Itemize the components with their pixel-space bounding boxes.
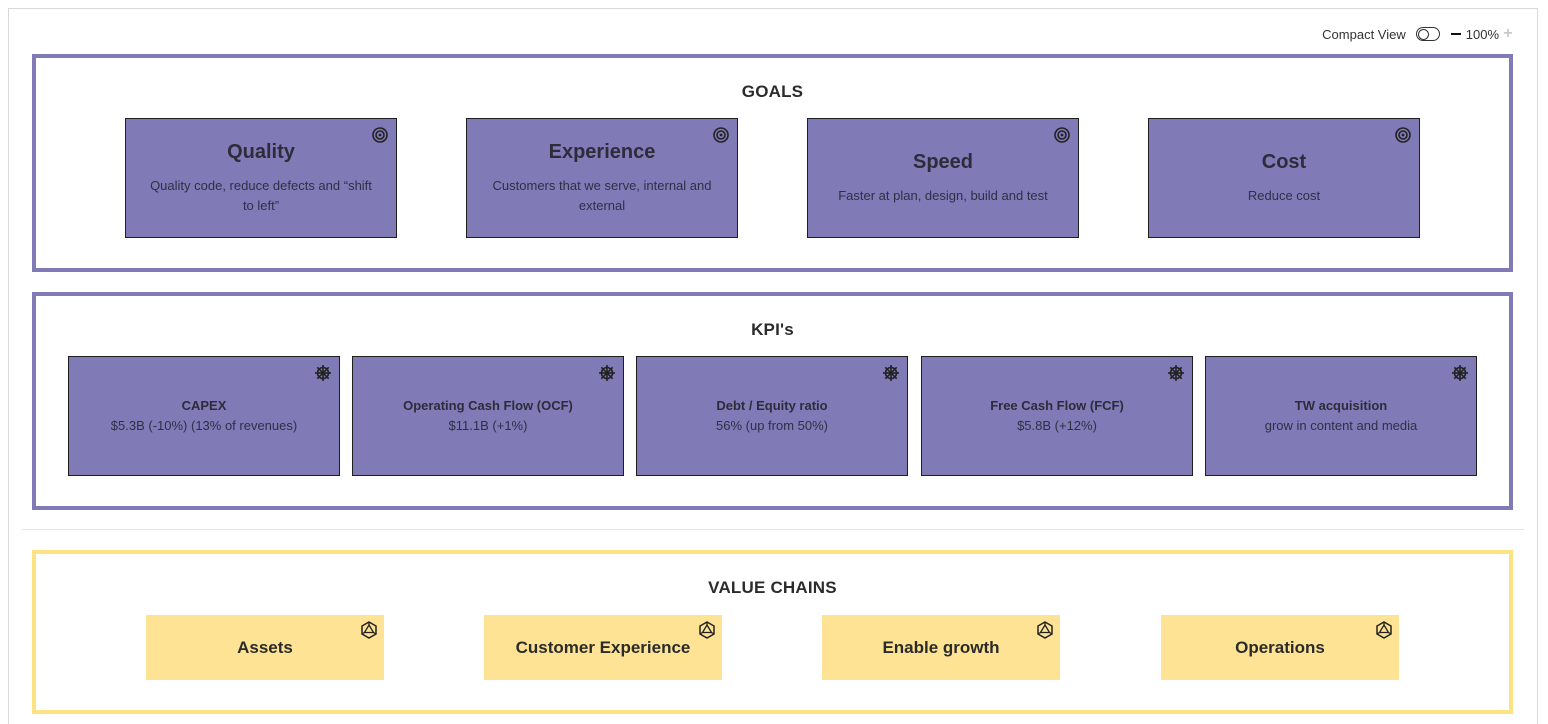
goal-card-speed[interactable]: Speed Faster at plan, design, build and …	[807, 118, 1079, 238]
kpi-card-ocf[interactable]: Operating Cash Flow (OCF) $11.1B (+1%)	[352, 356, 624, 476]
ship-wheel-icon	[1168, 365, 1184, 381]
gem-icon	[699, 621, 715, 639]
value-chain-card-assets[interactable]: Assets	[146, 615, 384, 680]
canvas-frame	[8, 8, 1538, 724]
zoom-level: 100%	[1465, 26, 1499, 42]
gem-icon	[361, 621, 377, 639]
section-divider	[22, 529, 1524, 530]
kpi-value: $5.8B (+12%)	[1017, 418, 1097, 433]
compact-view-toggle[interactable]	[1415, 27, 1440, 41]
goal-card-quality[interactable]: Quality Quality code, reduce defects and…	[125, 118, 397, 238]
zoom-out-button[interactable]	[1450, 27, 1462, 41]
goal-card-cost[interactable]: Cost Reduce cost	[1148, 118, 1420, 238]
value-chain-label: Operations	[1235, 637, 1325, 657]
goal-title: Quality	[227, 140, 295, 163]
kpi-value: 56% (up from 50%)	[716, 418, 828, 433]
kpi-card-tw-acquisition[interactable]: TW acquisition grow in content and media	[1205, 356, 1477, 476]
gem-icon	[1376, 621, 1392, 639]
kpi-title: Debt / Equity ratio	[716, 398, 828, 413]
kpi-card-capex[interactable]: CAPEX $5.3B (-10%) (13% of revenues)	[68, 356, 340, 476]
kpis-title: KPI's	[751, 320, 794, 339]
goal-card-experience[interactable]: Experience Customers that we serve, inte…	[466, 118, 738, 238]
kpi-card-fcf[interactable]: Free Cash Flow (FCF) $5.8B (+12%)	[921, 356, 1193, 476]
value-chain-card-customer-experience[interactable]: Customer Experience	[484, 615, 722, 680]
zoom-in-button[interactable]: +	[1503, 25, 1513, 42]
goals-title: GOALS	[741, 82, 804, 101]
kpi-value: grow in content and media	[1264, 418, 1418, 433]
ship-wheel-icon	[883, 365, 899, 381]
kpi-value: $5.3B (-10%) (13% of revenues)	[110, 418, 298, 433]
goal-title: Cost	[1261, 150, 1307, 173]
goals-section: GOALS Quality Quality code, reduce defec…	[32, 54, 1513, 272]
ship-wheel-icon	[599, 365, 615, 381]
target-icon	[372, 127, 388, 143]
view-toolbar: Compact View 100% +	[1322, 25, 1514, 43]
kpis-section: KPI's CAPEX $5.3B (-10%) (13% of revenue…	[32, 292, 1513, 510]
value-chains-section: VALUE CHAINS Assets Customer Experience …	[32, 550, 1513, 714]
kpi-title: Free Cash Flow (FCF)	[990, 398, 1124, 413]
kpi-card-debt-equity[interactable]: Debt / Equity ratio 56% (up from 50%)	[636, 356, 908, 476]
value-chain-label: Customer Experience	[515, 637, 691, 657]
compact-view-label: Compact View	[1322, 26, 1406, 42]
value-chain-label: Enable growth	[882, 637, 1000, 657]
value-chain-card-operations[interactable]: Operations	[1161, 615, 1399, 680]
target-icon	[1054, 127, 1070, 143]
kpi-title: CAPEX	[181, 398, 227, 413]
target-icon	[1395, 127, 1411, 143]
goal-description: Faster at plan, design, build and test	[838, 187, 1048, 203]
value-chains-title: VALUE CHAINS	[708, 578, 837, 597]
goal-description: Reduce cost	[1247, 187, 1321, 203]
kpi-title: Operating Cash Flow (OCF)	[403, 398, 573, 413]
gem-icon	[1037, 621, 1053, 639]
goal-description: Customers that we serve, internal and ex…	[492, 177, 712, 213]
goal-description: Quality code, reduce defects and “shift …	[150, 177, 372, 213]
ship-wheel-icon	[315, 365, 331, 381]
kpi-value: $11.1B (+1%)	[448, 418, 528, 433]
ship-wheel-icon	[1452, 365, 1468, 381]
kpi-title: TW acquisition	[1294, 398, 1388, 413]
target-icon	[713, 127, 729, 143]
goal-title: Experience	[548, 140, 656, 163]
value-chain-label: Assets	[237, 637, 293, 657]
value-chain-card-enable-growth[interactable]: Enable growth	[822, 615, 1060, 680]
goal-title: Speed	[912, 150, 974, 173]
